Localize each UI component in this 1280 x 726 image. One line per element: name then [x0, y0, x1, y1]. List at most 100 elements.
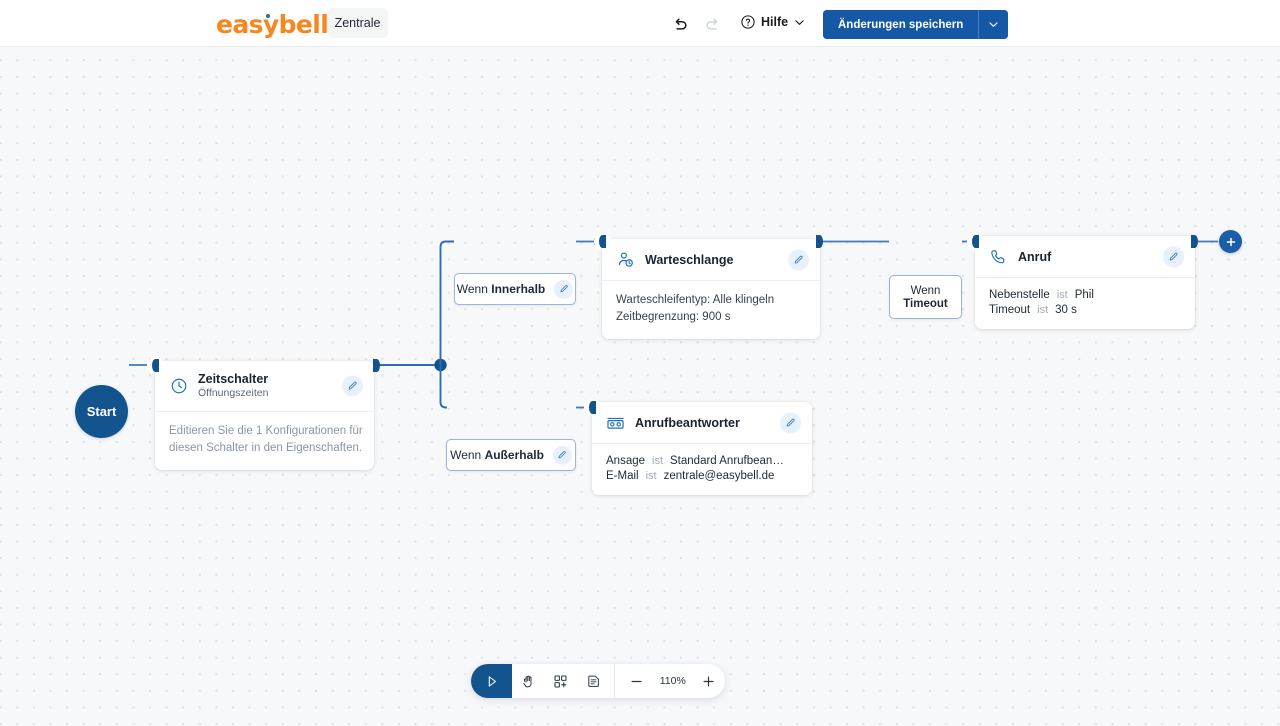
zeitschalter-edit-button[interactable]: [342, 375, 363, 397]
table-row: E-Mail ist zentrale@easybell.de: [606, 470, 798, 482]
zeitschalter-title: Zeitschalter: [198, 372, 269, 386]
zeitschalter-titles: Zeitschalter Öffnungszeiten: [198, 372, 268, 400]
wenn-innerhalb-edit-button[interactable]: [554, 279, 574, 299]
tab-zentrale-label: Zentrale: [334, 16, 381, 30]
anrufbeantworter-input-port[interactable]: [589, 401, 596, 414]
node-wenn-innerhalb[interactable]: Wenn Innerhalb: [454, 273, 576, 305]
row-key: Ansage: [606, 455, 646, 467]
add-node-icon: [554, 674, 567, 688]
phone-icon: [989, 247, 1008, 266]
save-changes-dropdown-button[interactable]: [978, 10, 1009, 39]
wenn-innerhalb-label: Wenn Innerhalb: [456, 282, 546, 296]
question-circle-icon: [741, 15, 755, 29]
warteschlange-title: Warteschlange: [645, 252, 734, 267]
add-node-tool-button[interactable]: [545, 664, 578, 698]
edge-branch-to-innerhalb: [439, 240, 454, 365]
anruf-header: Anruf: [975, 236, 1195, 277]
easybell-logo: easybell: [216, 10, 329, 39]
zoom-out-button[interactable]: [621, 664, 654, 698]
row-operator: ist: [1056, 289, 1068, 301]
zeitschalter-header: Zeitschalter Öffnungszeiten: [155, 361, 374, 411]
logo-text: easybell: [216, 10, 329, 39]
row-operator: ist: [645, 470, 657, 482]
undo-button[interactable]: [668, 13, 690, 35]
anrufbeantworter-divider: [592, 443, 812, 444]
warteschlange-body-line-1: Warteschleifentyp: Alle klingeln: [616, 294, 775, 306]
warteschlange-edit-button[interactable]: [788, 249, 809, 270]
flow-canvas[interactable]: Start Zeitschalter Öffnungszeiten: [0, 47, 1280, 726]
start-node-label: Start: [86, 404, 117, 419]
node-zeitschalter[interactable]: Zeitschalter Öffnungszeiten Editieren Si…: [155, 361, 374, 470]
anrufbeantworter-title: Anrufbeantworter: [635, 415, 740, 430]
queue-users-clock-icon: [616, 250, 635, 269]
help-label: Hilfe: [761, 15, 789, 29]
chevron-down-icon: [989, 22, 998, 27]
row-value: Phil: [1074, 289, 1094, 301]
cursor-pointer-icon: [488, 675, 497, 687]
save-changes-group: Änderungen speichern: [823, 10, 1009, 39]
redo-arrow-icon: [705, 18, 717, 30]
zoom-in-button[interactable]: [692, 664, 725, 698]
edge-branch-to-ausserhalb: [439, 365, 447, 409]
node-anruf[interactable]: Anruf Nebenstelle ist Phil Timeout ist: [975, 236, 1195, 329]
pencil-icon: [786, 418, 795, 427]
row-value: 30 s: [1055, 304, 1077, 316]
redo-button[interactable]: [702, 13, 724, 35]
clock-icon: [169, 377, 188, 396]
wenn-ausserhalb-label: Wenn Außerhalb: [450, 448, 544, 462]
hand-icon: [523, 675, 532, 687]
row-operator: ist: [652, 455, 664, 467]
document-icon: [588, 675, 599, 687]
row-value: zentrale@easybell.de: [663, 470, 775, 482]
tab-zentrale[interactable]: Zentrale: [327, 8, 388, 38]
notes-tool-button[interactable]: [577, 664, 610, 698]
node-wenn-timeout[interactable]: Wenn Timeout: [889, 275, 962, 319]
node-warteschlange[interactable]: Warteschlange Warteschleifentyp: Alle kl…: [602, 239, 820, 339]
pencil-icon: [348, 381, 357, 390]
warteschlange-body-line-2: Zeitbegrenzung: 900 s: [616, 311, 731, 323]
add-node-button[interactable]: [1219, 230, 1242, 253]
save-changes-button[interactable]: Änderungen speichern: [823, 10, 979, 39]
logo-dot: [266, 14, 270, 18]
start-node[interactable]: Start: [75, 385, 128, 438]
anrufbeantworter-edit-button[interactable]: [780, 412, 801, 433]
warteschlange-body: Warteschleifentyp: Alle klingeln Zeitbeg…: [602, 281, 820, 339]
row-value: Standard Anrufbean…: [670, 455, 784, 467]
select-tool-button[interactable]: [471, 664, 512, 698]
zeitschalter-body: Editieren Sie die 1 Konfigurationen für …: [155, 412, 374, 470]
pencil-icon: [560, 284, 568, 293]
chevron-down-icon: [795, 19, 804, 25]
node-anrufbeantworter[interactable]: Anrufbeantworter Ansage ist Standard Anr…: [592, 402, 812, 495]
anruf-output-port[interactable]: [1191, 235, 1198, 248]
pan-tool-button[interactable]: [512, 664, 545, 698]
voicemail-icon: [606, 413, 625, 432]
anruf-titles: Anruf: [1018, 250, 1051, 264]
plus-icon: [1226, 237, 1235, 246]
anrufbeantworter-header: Anrufbeantworter: [592, 402, 812, 443]
anrufbeantworter-titles: Anrufbeantworter: [635, 416, 740, 430]
warteschlange-header: Warteschlange: [602, 239, 820, 280]
node-wenn-ausserhalb[interactable]: Wenn Außerhalb: [446, 439, 576, 471]
anruf-body: Nebenstelle ist Phil Timeout ist 30 s: [975, 278, 1195, 329]
minus-icon: [631, 680, 642, 682]
table-row: Timeout ist 30 s: [989, 304, 1181, 316]
zeitschalter-subtitle: Öffnungszeiten: [198, 387, 269, 399]
app-header: easybell Zentrale Hilfe: [0, 0, 1280, 47]
zeitschalter-output-port[interactable]: [373, 359, 380, 372]
zeitschalter-input-port[interactable]: [152, 359, 159, 372]
zeitschalter-body-line-1: Editieren Sie die 1 Konfigurationen für: [169, 425, 363, 437]
pencil-icon: [794, 255, 803, 264]
anruf-input-port[interactable]: [972, 235, 979, 248]
help-menu[interactable]: Hilfe: [740, 14, 806, 30]
warteschlange-output-port[interactable]: [816, 235, 823, 248]
wenn-ausserhalb-edit-button[interactable]: [552, 445, 572, 465]
table-row: Nebenstelle ist Phil: [989, 289, 1181, 301]
pencil-icon: [1169, 252, 1178, 261]
undo-arrow-icon: [675, 18, 687, 30]
warteschlange-input-port[interactable]: [599, 235, 606, 248]
table-row: Ansage ist Standard Anrufbean…: [606, 455, 798, 467]
row-operator: ist: [1037, 304, 1049, 316]
anruf-edit-button[interactable]: [1163, 246, 1184, 267]
zeitschalter-body-line-2: diesen Schalter in den Eigenschaften.: [169, 442, 363, 454]
